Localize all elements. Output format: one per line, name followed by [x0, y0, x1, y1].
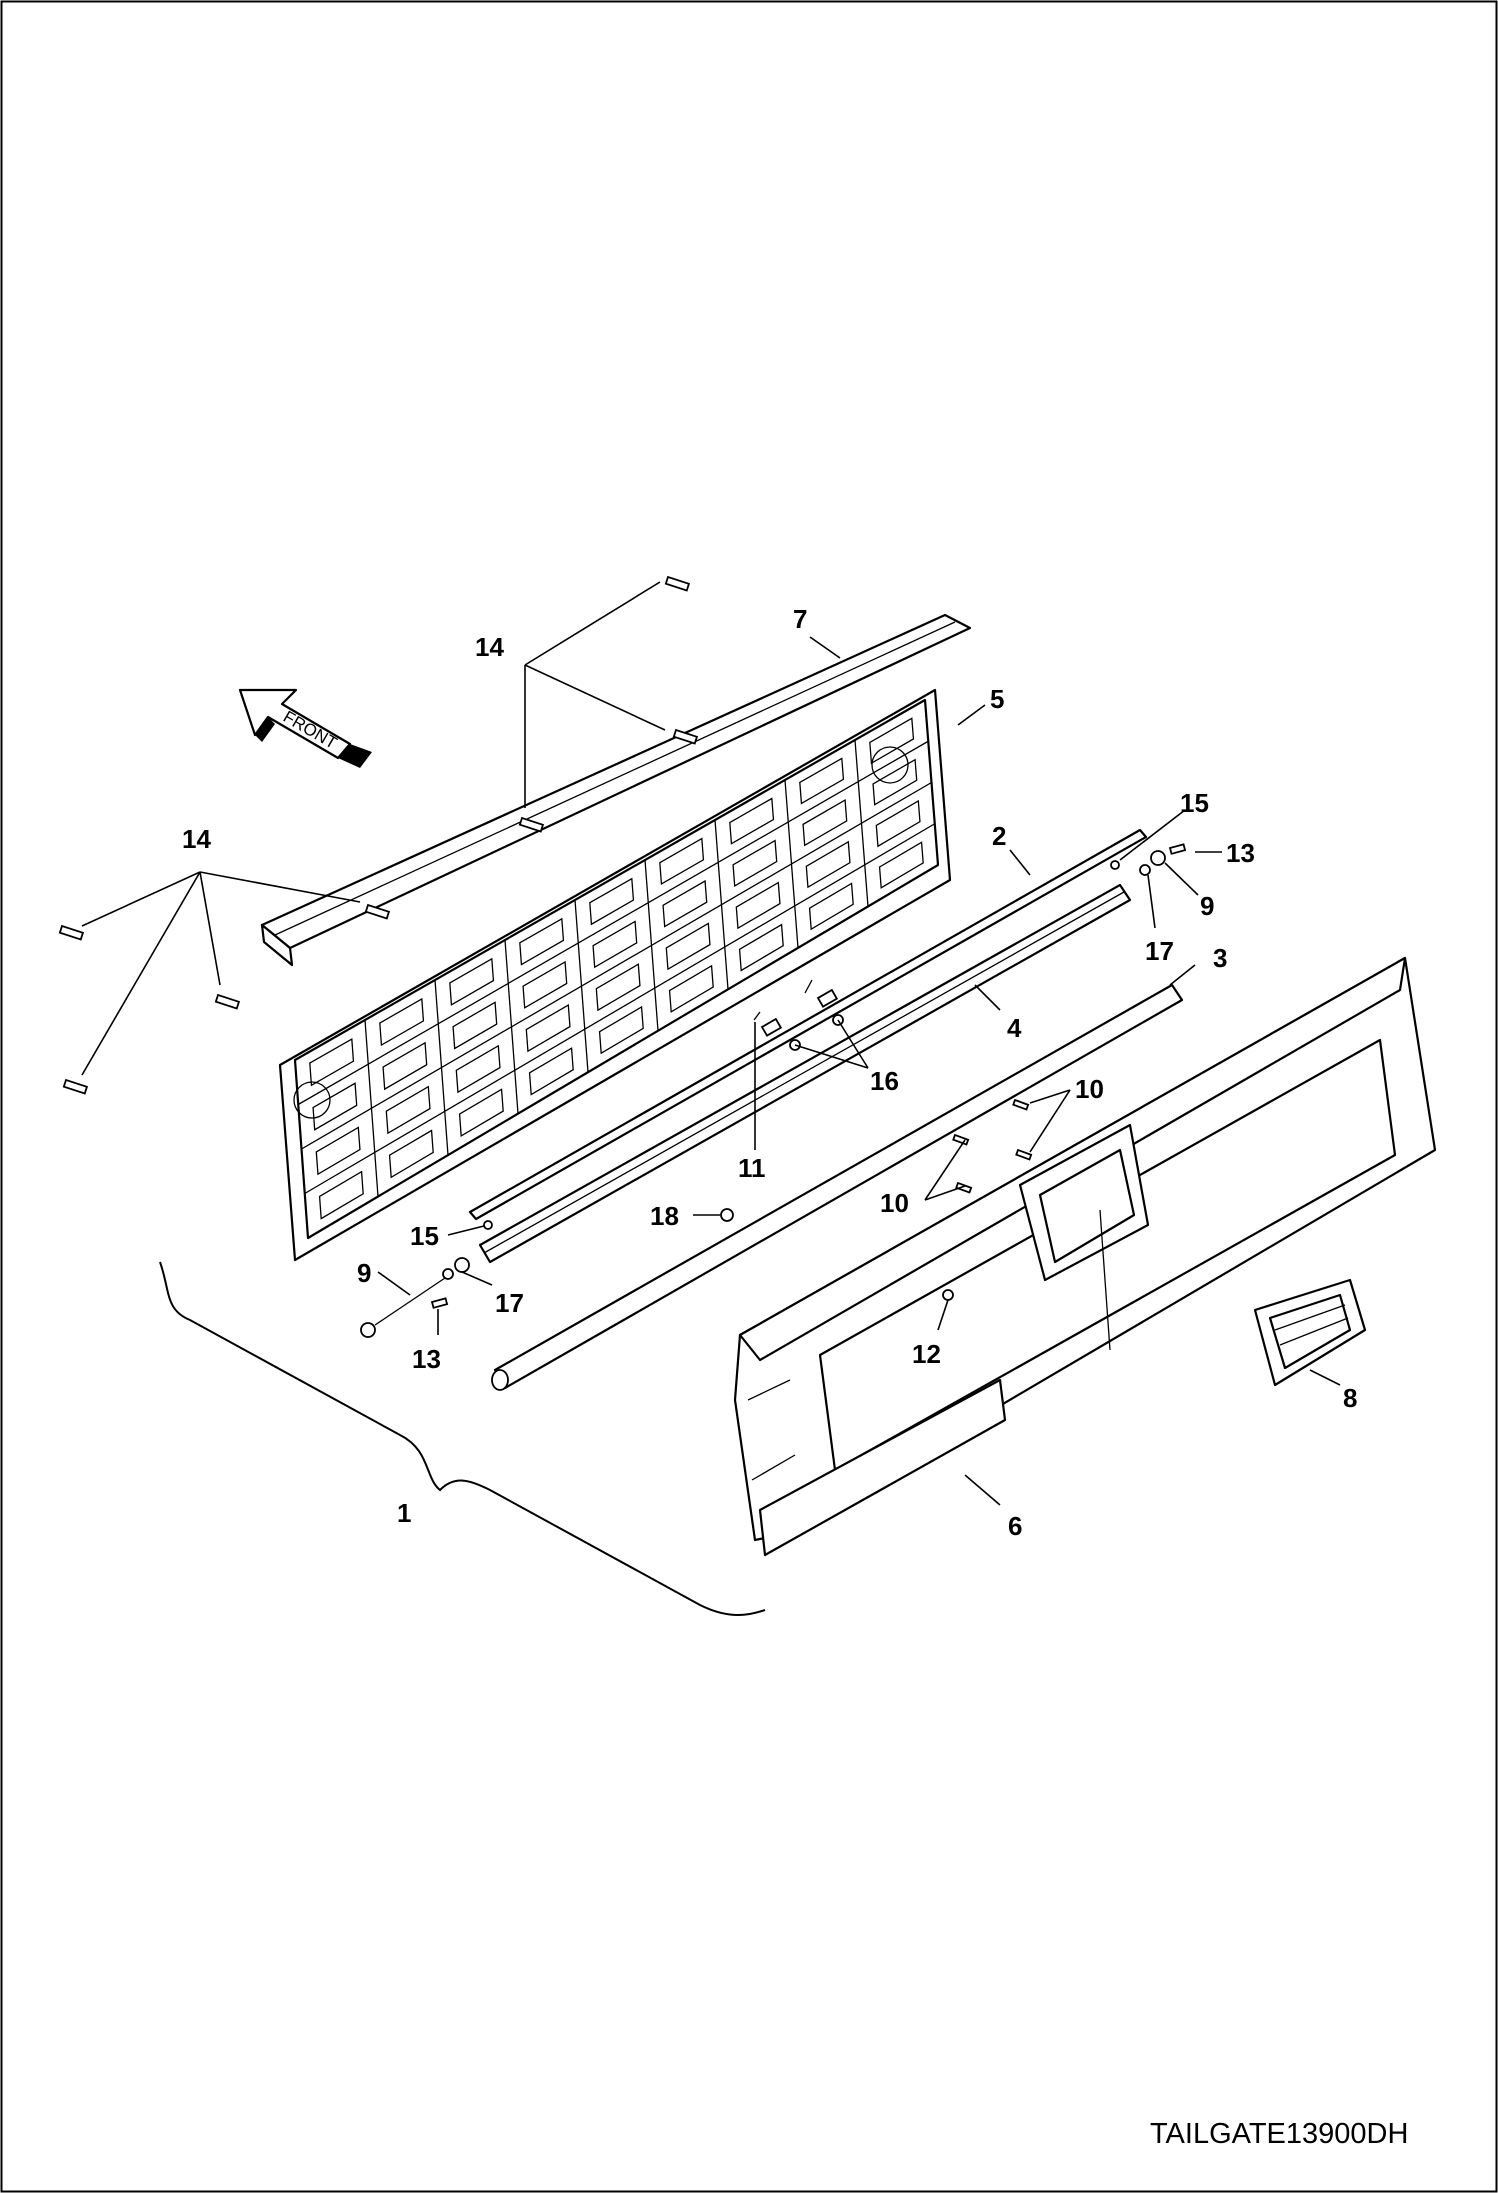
frame-pocket — [385, 1085, 431, 1135]
frame-pocket — [878, 841, 924, 889]
callout-3: 3 — [1213, 943, 1227, 973]
frame-pocket — [589, 877, 635, 926]
frame-pocket — [449, 957, 495, 1006]
frame-pocket — [312, 1082, 358, 1131]
callout-10: 10 — [880, 1188, 909, 1218]
frame-pocket — [805, 840, 851, 889]
callout-4: 4 — [1007, 1013, 1022, 1043]
upper-rod — [468, 828, 1148, 1221]
frame-pocket — [808, 882, 854, 931]
frame-pocket — [528, 1047, 574, 1096]
callout-2: 2 — [992, 821, 1006, 851]
drawing-code: TAILGATE13900DH — [1150, 2118, 1408, 2150]
frame-pocket — [735, 881, 781, 930]
frame-pocket — [869, 717, 915, 765]
callout-10: 10 — [1075, 1074, 1104, 1104]
callout-13: 13 — [412, 1344, 441, 1374]
frame-pocket — [665, 922, 711, 971]
callout-6: 6 — [1008, 1511, 1022, 1541]
frame-pocket — [802, 799, 848, 847]
callout-13: 13 — [1226, 838, 1255, 868]
frame-pocket — [379, 997, 425, 1047]
frame-pocket — [595, 963, 641, 1012]
front-arrow-icon: FRONT — [238, 688, 372, 768]
frame-pocket — [662, 879, 708, 928]
hardware-fasteners — [58, 575, 1187, 1338]
frame-rib — [301, 781, 932, 1150]
assembly-brace — [159, 1261, 766, 1616]
callout-8: 8 — [1343, 1383, 1357, 1413]
frame-pocket — [315, 1126, 361, 1176]
frame-pocket — [872, 758, 918, 806]
frame-pocket — [668, 964, 714, 1013]
frame-pocket — [659, 837, 705, 886]
frame-pocket — [598, 1005, 644, 1055]
bottom-rod — [491, 983, 1184, 1391]
frame-pocket — [525, 1003, 571, 1053]
frame-pocket — [875, 799, 921, 848]
inner-frame-panel — [278, 688, 952, 1262]
frame-pocket — [519, 917, 565, 966]
frame-rib — [304, 823, 936, 1195]
leader-lines — [81, 581, 1341, 1506]
top-cap-rail — [260, 613, 972, 967]
callout-5: 5 — [990, 684, 1004, 714]
frame-pocket — [318, 1170, 364, 1220]
callout-16: 16 — [870, 1066, 899, 1096]
callout-18: 18 — [650, 1201, 679, 1231]
callout-17: 17 — [1145, 936, 1174, 966]
callout-9: 9 — [1200, 891, 1214, 921]
latch-rail — [478, 883, 1132, 1264]
handle-bezel — [1253, 1278, 1367, 1387]
frame-pocket — [522, 960, 568, 1009]
frame-pocket — [729, 797, 775, 845]
callout-14: 14 — [182, 824, 211, 854]
callout-15: 15 — [410, 1221, 439, 1251]
frame-pocket — [388, 1129, 434, 1179]
frame-pocket — [799, 757, 845, 805]
frame-pocket — [458, 1088, 504, 1137]
frame-pocket — [382, 1041, 428, 1091]
callout-11: 11 — [738, 1153, 766, 1183]
callout-14: 14 — [475, 632, 504, 662]
callout-9: 9 — [357, 1258, 371, 1288]
callout-1: 1 — [397, 1498, 411, 1528]
frame-rib — [297, 740, 929, 1106]
frame-pocket — [732, 839, 778, 888]
outer-tailgate-panel — [733, 956, 1437, 1557]
callout-7: 7 — [793, 604, 807, 634]
callout-15: 15 — [1180, 788, 1209, 818]
frame-pocket — [592, 920, 638, 969]
callout-12: 12 — [912, 1339, 941, 1369]
callout-17: 17 — [495, 1288, 524, 1318]
frame-pocket — [452, 1001, 498, 1050]
frame-pocket — [738, 923, 784, 972]
frame-pocket — [309, 1037, 355, 1087]
frame-pocket — [455, 1044, 501, 1094]
callout-labels: 14 14 7 5 2 15 13 9 17 3 4 16 10 11 10 1… — [182, 604, 1357, 1541]
